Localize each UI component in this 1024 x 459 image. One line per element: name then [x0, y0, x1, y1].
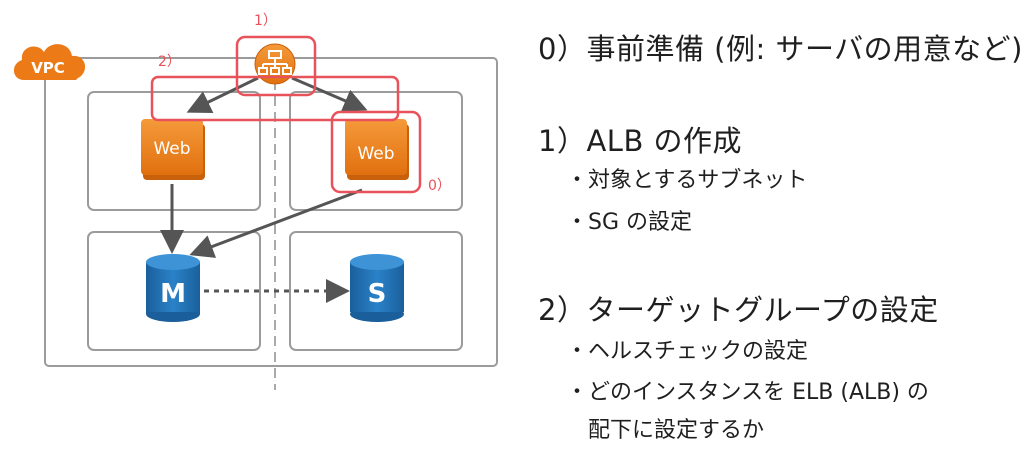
- web-right-label: Web: [357, 144, 394, 164]
- highlight-step2-target-group: [150, 75, 400, 122]
- step2-bullet-instances: ・どのインスタンスを ELB (ALB) の: [566, 380, 929, 405]
- web-server-left: Web: [141, 119, 205, 180]
- database-master: M: [146, 254, 200, 322]
- highlight-step1-alb: [235, 35, 317, 97]
- arrow-lb-to-web-left: [186, 76, 259, 113]
- vpc-label: VPC: [31, 59, 65, 77]
- arrow-web-right-to-db: [189, 188, 363, 258]
- step0-heading: 0）事前準備 (例: サーバの用意など): [538, 32, 1023, 66]
- highlight-step0-server: [330, 110, 422, 194]
- db-master-label: M: [160, 279, 186, 309]
- arrow-lb-to-web-right: [291, 76, 368, 112]
- load-balancer-node: [254, 43, 296, 85]
- web-left-label: Web: [153, 139, 190, 159]
- subnet-top-right: [289, 91, 463, 211]
- vpc-cloud-badge: VPC: [13, 44, 86, 80]
- marker-step1: 1）: [254, 13, 277, 29]
- marker-step2: 2）: [158, 54, 181, 70]
- network-hierarchy-icon: [258, 50, 292, 75]
- architecture-diagram: VPC Web Web: [13, 13, 498, 390]
- marker-step0: 0）: [428, 178, 451, 194]
- step2-bullet-instances-cont: 配下に設定するか: [588, 418, 765, 443]
- step1-bullet-subnet: ・対象とするサブネット: [566, 168, 808, 193]
- database-slave: S: [350, 254, 404, 322]
- step1-heading: 1）ALB の作成: [538, 124, 743, 158]
- step2-bullet-healthcheck: ・ヘルスチェックの設定: [566, 339, 809, 364]
- step2-heading: 2）ターゲットグループの設定: [538, 293, 939, 327]
- step1-bullet-sg: ・SG の設定: [566, 210, 693, 235]
- db-slave-label: S: [368, 279, 387, 309]
- subnet-top-left: [87, 91, 261, 211]
- vpc-boundary: [44, 57, 498, 367]
- web-server-right: Web: [345, 119, 409, 180]
- subnet-bottom-right: [289, 231, 463, 351]
